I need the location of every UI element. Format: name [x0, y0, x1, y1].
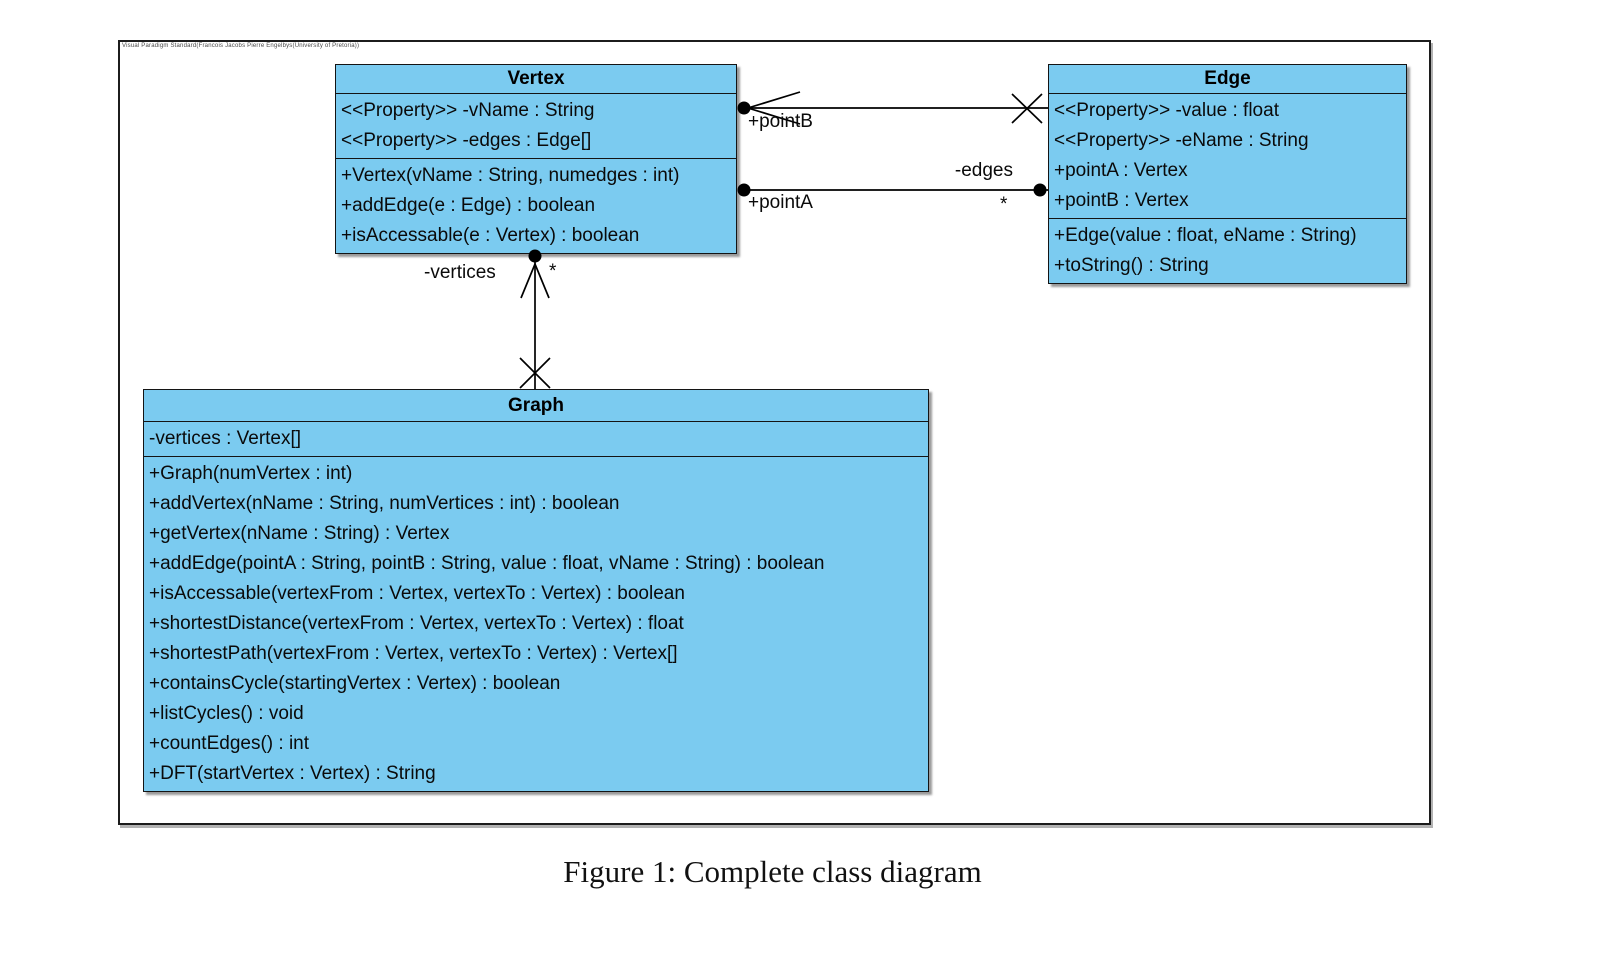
- class-vertex-title: Vertex: [336, 65, 736, 94]
- method: +isAccessable(e : Vertex) : boolean: [341, 225, 640, 246]
- class-edge-attributes: <<Property>> -value : float <<Property>>…: [1049, 94, 1406, 218]
- method: +addEdge(pointA : String, pointB : Strin…: [149, 553, 825, 574]
- attribute: +pointB : Vertex: [1054, 190, 1189, 211]
- role-label-pointA: +pointA: [748, 192, 813, 213]
- method: +containsCycle(startingVertex : Vertex) …: [149, 673, 561, 694]
- method: +isAccessable(vertexFrom : Vertex, verte…: [149, 583, 685, 604]
- class-edge: Edge <<Property>> -value : float <<Prope…: [1048, 64, 1407, 284]
- attribute: +pointA : Vertex: [1054, 160, 1188, 181]
- attribute: <<Property>> -edges : Edge[]: [341, 130, 592, 151]
- multiplicity-edges: *: [1000, 194, 1008, 215]
- class-vertex-methods: +Vertex(vName : String, numedges : int) …: [336, 158, 736, 253]
- attribute: -vertices : Vertex[]: [149, 428, 302, 449]
- visual-paradigm-watermark: Visual Paradigm Standard(Francois Jacobs…: [122, 43, 360, 49]
- class-graph-attributes: -vertices : Vertex[]: [144, 422, 928, 456]
- method: +shortestDistance(vertexFrom : Vertex, v…: [149, 613, 684, 634]
- role-label-edges: -edges: [954, 160, 1013, 181]
- method: +countEdges() : int: [149, 733, 310, 754]
- method: +DFT(startVertex : Vertex) : String: [149, 763, 436, 784]
- class-graph-title: Graph: [144, 390, 928, 422]
- class-graph: Graph -vertices : Vertex[] +Graph(numVer…: [143, 389, 929, 792]
- attribute: <<Property>> -eName : String: [1054, 130, 1309, 151]
- attribute: <<Property>> -value : float: [1054, 100, 1279, 121]
- method: +addEdge(e : Edge) : boolean: [341, 195, 596, 216]
- method: +toString() : String: [1054, 255, 1209, 276]
- class-vertex-attributes: <<Property>> -vName : String <<Property>…: [336, 94, 736, 158]
- role-label-vertices: -vertices: [424, 262, 496, 283]
- method: +shortestPath(vertexFrom : Vertex, verte…: [149, 643, 678, 664]
- method: +Graph(numVertex : int): [149, 463, 353, 484]
- figure-caption: Figure 1: Complete class diagram: [563, 854, 982, 889]
- method: +Vertex(vName : String, numedges : int): [341, 165, 680, 186]
- method: +addVertex(nName : String, numVertices :…: [149, 493, 620, 514]
- multiplicity-vertices: *: [549, 261, 557, 282]
- method: +Edge(value : float, eName : String): [1054, 225, 1357, 246]
- role-label-pointB: +pointB: [748, 111, 813, 132]
- method: +listCycles() : void: [149, 703, 304, 724]
- class-vertex: Vertex <<Property>> -vName : String <<Pr…: [335, 64, 737, 254]
- class-graph-methods: +Graph(numVertex : int) +addVertex(nName…: [144, 456, 928, 791]
- method: +getVertex(nName : String) : Vertex: [149, 523, 450, 544]
- class-edge-title: Edge: [1049, 65, 1406, 94]
- attribute: <<Property>> -vName : String: [341, 100, 595, 121]
- class-edge-methods: +Edge(value : float, eName : String) +to…: [1049, 218, 1406, 283]
